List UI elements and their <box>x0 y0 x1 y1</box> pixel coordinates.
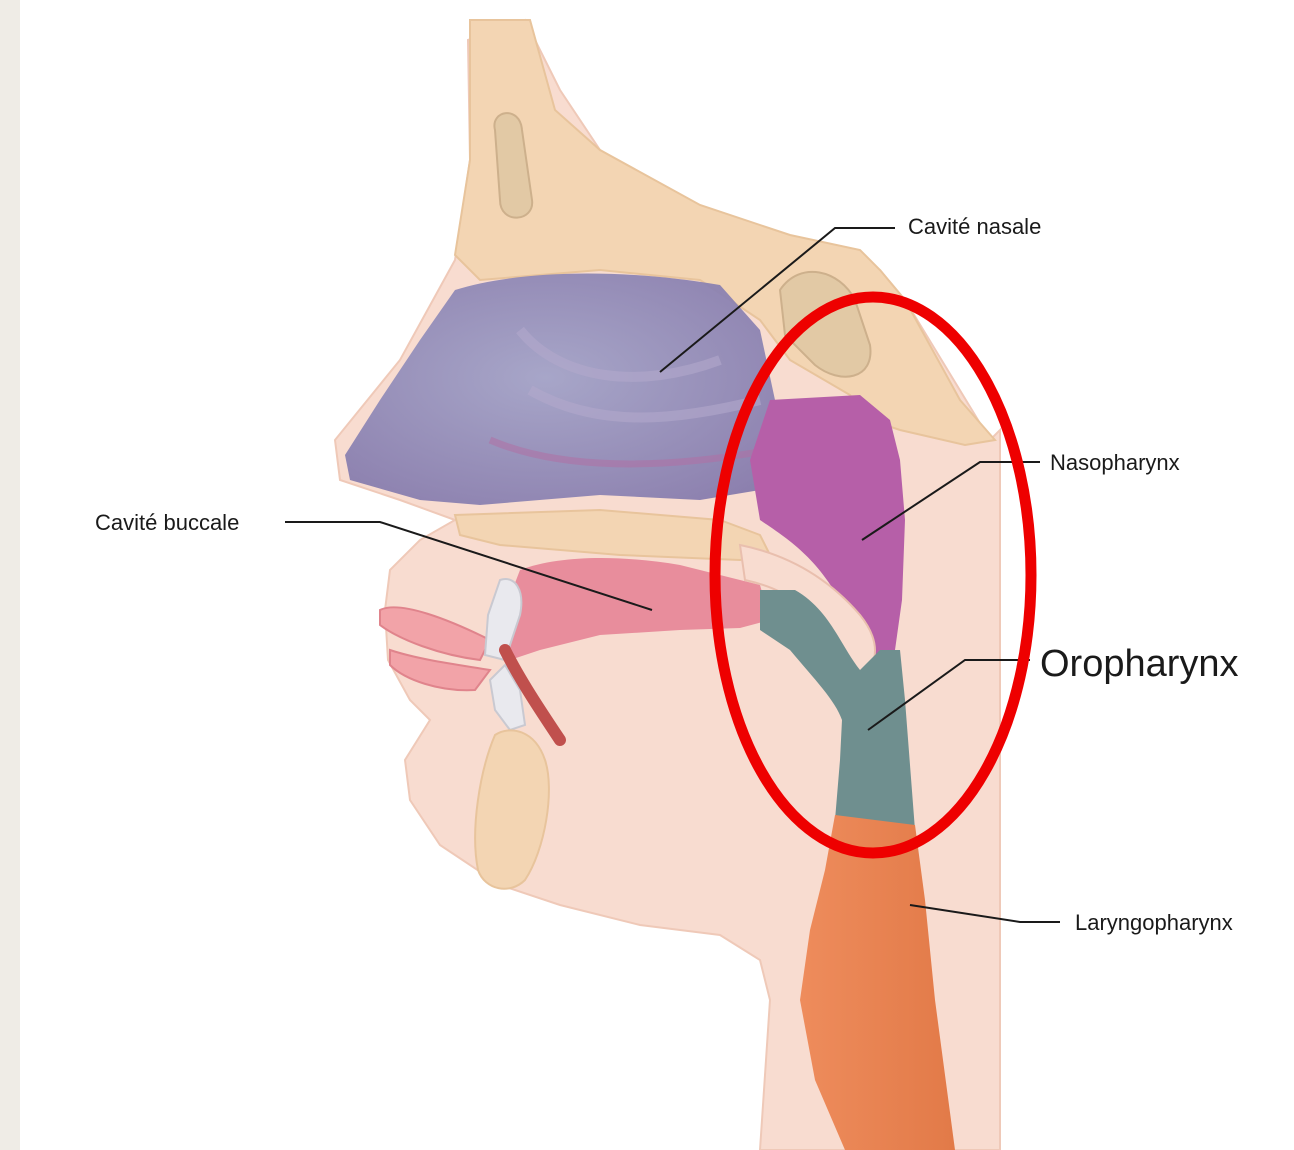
label-cavite-nasale: Cavité nasale <box>908 214 1041 239</box>
label-oropharynx: Oropharynx <box>1040 643 1239 685</box>
label-nasopharynx: Nasopharynx <box>1050 450 1180 475</box>
label-laryngopharynx: Laryngopharynx <box>1075 910 1233 935</box>
label-cavite-buccale: Cavité buccale <box>95 510 239 535</box>
